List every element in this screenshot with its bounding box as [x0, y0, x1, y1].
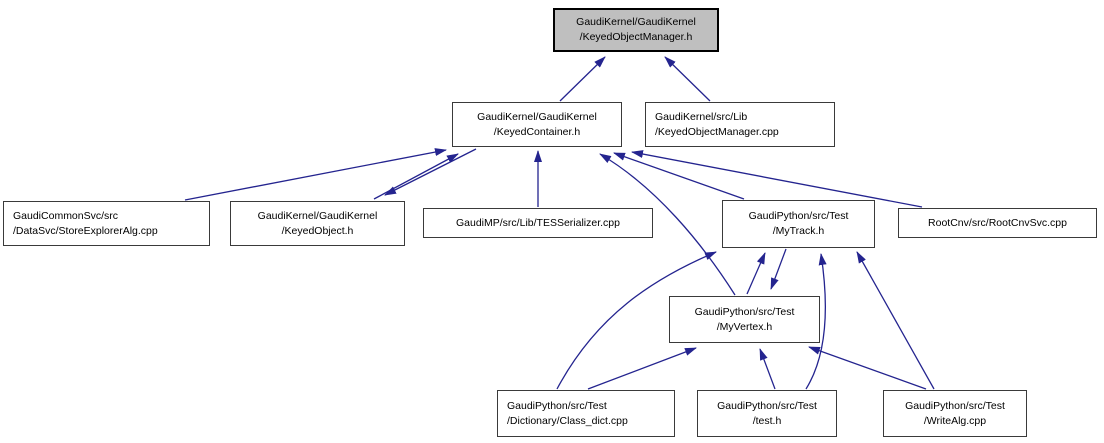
edge-classdict-to-myvertex: [587, 347, 697, 390]
edge-test-h-to-mytrack: [805, 253, 827, 390]
node-keyedobjectmanager-cpp[interactable]: GaudiKernel/src/Lib /KeyedObjectManager.…: [645, 102, 835, 147]
edge-myvertex-to-keyedcontainer: [599, 153, 736, 296]
node-writealg-cpp[interactable]: GaudiPython/src/Test /WriteAlg.cpp: [883, 390, 1027, 437]
node-keyedobject-h[interactable]: GaudiKernel/GaudiKernel /KeyedObject.h: [230, 201, 405, 246]
node-rootcnvsvc-cpp[interactable]: RootCnv/src/RootCnvSvc.cpp: [898, 208, 1097, 238]
edge-keyedcontainer-to-keyedobject: [384, 148, 477, 196]
edge-keyedobjectmanager-cpp-to-keyedobjectmanager-h: [664, 56, 711, 102]
node-storeexploreralg-cpp[interactable]: GaudiCommonSvc/src /DataSvc/StoreExplore…: [3, 201, 210, 246]
edge-storeexploreralg-to-keyedcontainer: [184, 148, 447, 201]
edge-keyedcontainer-to-keyedobjectmanager-h: [559, 56, 606, 102]
node-mytrack-h[interactable]: GaudiPython/src/Test /MyTrack.h: [722, 200, 875, 248]
node-myvertex-h[interactable]: GaudiPython/src/Test /MyVertex.h: [669, 296, 820, 343]
edge-rootcnvsvc-to-keyedcontainer: [631, 150, 923, 208]
edge-mytrack-to-keyedcontainer: [613, 152, 745, 200]
edge-classdict-to-mytrack: [556, 251, 717, 390]
node-keyedcontainer-h[interactable]: GaudiKernel/GaudiKernel /KeyedContainer.…: [452, 102, 622, 147]
edge-writealg-to-myvertex: [808, 346, 927, 390]
node-keyedobjectmanager-h[interactable]: GaudiKernel/GaudiKernel /KeyedObjectMana…: [553, 8, 719, 52]
edge-test-h-to-myvertex: [759, 348, 776, 390]
node-class-dict-cpp[interactable]: GaudiPython/src/Test /Dictionary/Class_d…: [497, 390, 675, 437]
node-test-h[interactable]: GaudiPython/src/Test /test.h: [697, 390, 837, 437]
edge-mytrack-to-myvertex: [770, 248, 787, 290]
edge-writealg-to-mytrack: [856, 251, 935, 390]
edge-myvertex-to-mytrack: [746, 252, 766, 295]
node-tesserializer-cpp[interactable]: GaudiMP/src/Lib/TESSerializer.cpp: [423, 208, 653, 238]
